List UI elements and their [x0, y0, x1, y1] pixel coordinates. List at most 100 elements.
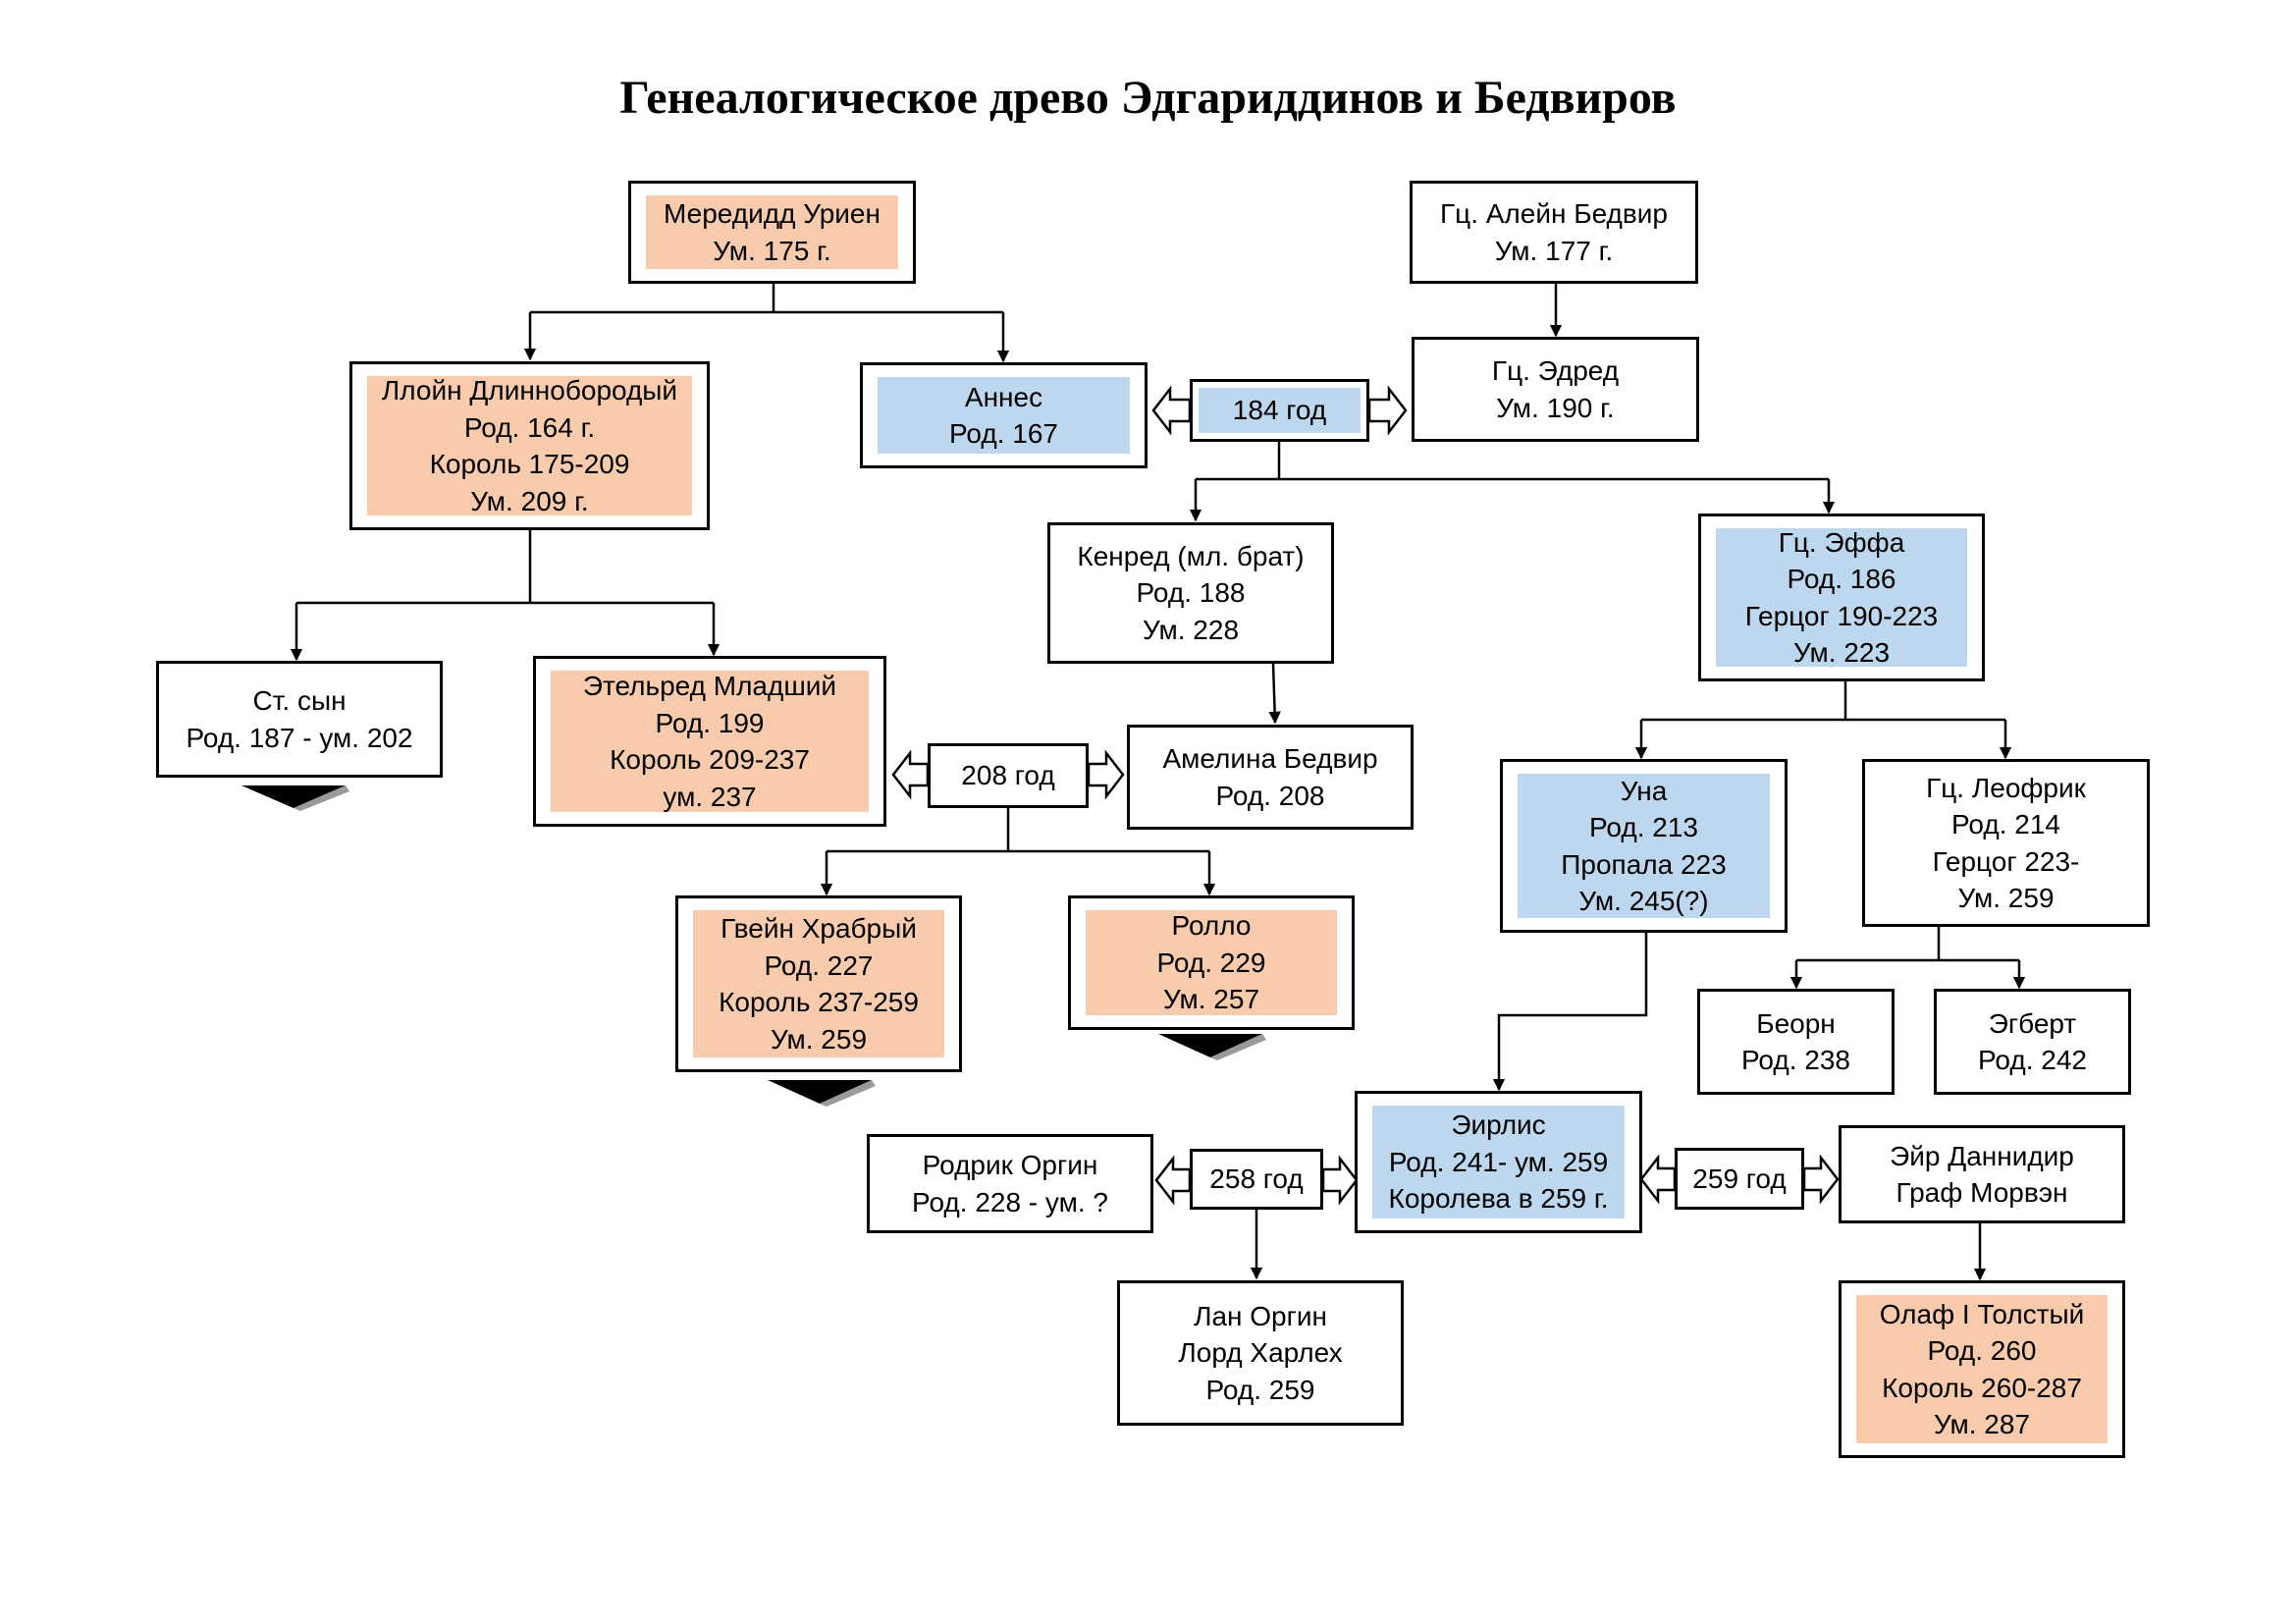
person-detail: Ум. 223 — [1792, 637, 1891, 668]
person-detail: Королева в 259 г. — [1388, 1183, 1609, 1215]
person-detail: Ум. 177 г. — [1494, 235, 1614, 266]
person-detail: Род. 227 — [764, 949, 874, 981]
person-name: Лан Оргин — [1194, 1300, 1327, 1331]
person-rollo: Ролло Род. 229 Ум. 257 — [1068, 895, 1355, 1030]
person-detail: Ум. 259 — [1957, 883, 2055, 913]
person-lan: Лан Оргин Лорд Харлех Род. 259 — [1117, 1280, 1404, 1426]
person-detail: Ум. 259 — [770, 1023, 868, 1055]
marriage-year: 258 год — [1209, 1164, 1304, 1194]
continuation-marker-shadow — [1210, 1034, 1266, 1060]
person-detail: Ум. 175 г. — [713, 235, 831, 266]
marriage-arrow-right — [1367, 385, 1408, 436]
continuation-marker-shadow — [820, 1080, 876, 1107]
person-detail: Род. 214 — [1950, 809, 2060, 839]
marriage-arrow-right — [1087, 749, 1125, 800]
person-detail: Ум. 287 — [1933, 1409, 2031, 1439]
person-name: Ст. сын — [252, 685, 347, 716]
person-name: Ллойн Длиннобородый — [381, 375, 678, 406]
person-detail: Род. 213 — [1588, 812, 1698, 842]
connector-arrow — [1268, 663, 1281, 725]
person-olaf: Олаф I Толстый Род. 260 Король 260-287 У… — [1839, 1280, 2125, 1458]
person-detail: Род. 228 - ум. ? — [912, 1186, 1108, 1218]
person-name: Кенред (мл. брат) — [1077, 540, 1305, 571]
person-kenred: Кенред (мл. брат) Род. 188 Ум. 228 — [1047, 522, 1334, 664]
diagram-title: Генеалогическое древо Эдгариддинов и Бед… — [619, 72, 1677, 124]
person-rodrik: Родрик Оргин Род. 228 - ум. ? — [867, 1134, 1153, 1233]
person-detail: Ум. 190 г. — [1496, 392, 1615, 423]
marriage-arrow-left — [1639, 1154, 1677, 1205]
person-name: Эирлис — [1451, 1110, 1546, 1141]
person-detail: Род. 188 — [1136, 577, 1246, 609]
person-name: Беорн — [1756, 1007, 1836, 1039]
person-annes: Аннес Род. 167 — [860, 362, 1148, 468]
person-detail: Герцог 190-223 — [1744, 600, 1939, 631]
marriage-year: 184 год — [1232, 395, 1327, 425]
person-name: Эгберт — [1988, 1007, 2077, 1039]
person-edred: Гц. Эдред Ум. 190 г. — [1412, 337, 1699, 442]
person-detail: Король 175-209 — [429, 449, 630, 479]
person-name: Этельред Младший — [582, 671, 837, 701]
person-name: Гц. Леофрик — [1926, 772, 2086, 803]
person-detail: Род. 238 — [1740, 1045, 1850, 1075]
person-name: Мередидд Уриен — [664, 198, 881, 229]
person-name: Аннес — [964, 381, 1043, 412]
marriage-year: 208 год — [961, 760, 1055, 790]
person-name: Родрик Оргин — [922, 1150, 1098, 1180]
person-egbert: Эгберт Род. 242 — [1934, 989, 2131, 1095]
person-detail: Род. 242 — [1977, 1045, 2087, 1075]
person-meredidd: Мередидд Уриен Ум. 175 г. — [628, 181, 916, 284]
person-name: Ролло — [1171, 910, 1252, 942]
person-detail: Род. 229 — [1156, 947, 1266, 978]
person-detail: Род. 187 - ум. 202 — [186, 722, 413, 753]
person-detail: Род. 186 — [1787, 564, 1896, 594]
person-name: Олаф I Толстый — [1879, 1298, 2085, 1329]
marriage-arrow-right — [1321, 1155, 1359, 1206]
person-detail: Король 260-287 — [1882, 1372, 2082, 1403]
person-leofrik: Гц. Леофрик Род. 214 Герцог 223- Ум. 259 — [1862, 759, 2150, 927]
person-detail: Лорд Харлех — [1178, 1337, 1343, 1369]
person-detail: Ум. 209 г. — [470, 485, 589, 516]
person-una: Уна Род. 213 Пропала 223 Ум. 245(?) — [1500, 759, 1788, 933]
person-lloyn: Ллойн Длиннобородый Род. 164 г. Король 1… — [349, 361, 710, 530]
person-name: Гц. Эффа — [1778, 526, 1905, 558]
person-detail: Род. 167 — [948, 418, 1058, 449]
person-eyr: Эйр Даннидир Граф Морвэн — [1839, 1125, 2125, 1223]
marriage-258: 258 год — [1190, 1149, 1323, 1210]
person-name: Гвейн Храбрый — [721, 913, 917, 944]
marriage-arrow-left — [1151, 385, 1192, 436]
marriage-259: 259 год — [1675, 1148, 1804, 1210]
person-aleyn: Гц. Алейн Бедвир Ум. 177 г. — [1410, 181, 1698, 284]
person-name: Гц. Алейн Бедвир — [1440, 198, 1668, 229]
person-name: Гц. Эдред — [1491, 355, 1620, 386]
continuation-marker — [1158, 1034, 1262, 1057]
person-name: Уна — [1620, 775, 1668, 806]
person-detail: Род. 259 — [1205, 1374, 1315, 1405]
person-detail: Род. 164 г. — [463, 411, 596, 443]
continuation-marker — [768, 1080, 872, 1104]
continuation-marker — [241, 785, 346, 808]
marriage-arrow-left — [1154, 1155, 1192, 1206]
marriage-184: 184 год — [1190, 379, 1369, 442]
marriage-arrow-right — [1802, 1154, 1840, 1205]
connector-arrow — [1492, 933, 1648, 1092]
person-name: Амелина Бедвир — [1162, 743, 1378, 774]
person-detail: Ум. 228 — [1142, 614, 1240, 645]
person-name: Эйр Даннидир — [1890, 1140, 2074, 1171]
person-detail: Пропала 223 — [1561, 848, 1727, 880]
person-detail: Род. 260 — [1927, 1335, 2037, 1366]
person-effa: Гц. Эффа Род. 186 Герцог 190-223 Ум. 223 — [1698, 514, 1985, 681]
person-detail: Король 237-259 — [719, 987, 919, 1017]
marriage-year: 259 год — [1692, 1163, 1787, 1194]
person-detail: Ум. 245(?) — [1578, 886, 1709, 916]
person-detail: Род. 208 — [1215, 780, 1325, 811]
person-beorn: Беорн Род. 238 — [1697, 989, 1895, 1095]
continuation-marker-shadow — [294, 785, 349, 811]
marriage-band — [1199, 388, 1361, 433]
person-detail: Ум. 257 — [1162, 984, 1260, 1015]
marriage-208: 208 год — [928, 743, 1089, 808]
person-detail: Род. 241- ум. 259 — [1388, 1146, 1609, 1177]
marriage-arrow-left — [891, 749, 930, 800]
person-amelina: Амелина Бедвир Род. 208 — [1127, 725, 1414, 830]
person-detail: Герцог 223- — [1932, 845, 2080, 877]
